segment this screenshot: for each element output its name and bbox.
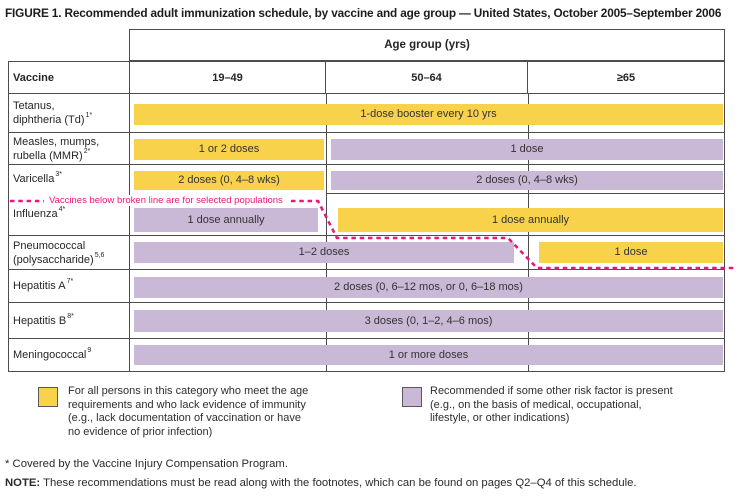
footnote-vicp: * Covered by the Vaccine Injury Compensa…	[5, 458, 288, 470]
partial-row-border	[326, 193, 724, 194]
table-header-row: Vaccine 19–49 50–64 ≥65	[9, 62, 724, 94]
dose-bar-risk: 3 doses (0, 1–2, 4–6 mos)	[134, 310, 723, 332]
row-mmr: Measles, mumps, rubella (MMR)2* 1 or 2 d…	[9, 133, 724, 165]
row-pneumococcal: Pneumococcal (polysaccharide)5,6 1–2 dos…	[9, 236, 724, 270]
age-group-header-label: Age group (yrs)	[384, 39, 470, 51]
vaccine-column-header: Vaccine	[9, 62, 130, 93]
vaccine-label: Varicella3*	[9, 165, 130, 193]
footnote-note-label: NOTE:	[5, 477, 41, 489]
dose-bar-for-all: 1 dose	[539, 242, 723, 263]
bar-area: 1-dose booster every 10 yrs	[130, 94, 724, 132]
footnote-note: NOTE: These recommendations must be read…	[5, 477, 637, 489]
age-column-19-49: 19–49	[130, 62, 326, 93]
bar-area: 3 doses (0, 1–2, 4–6 mos)	[130, 303, 724, 338]
dose-bar-for-all: 1 or 2 doses	[134, 139, 324, 160]
dose-bar-risk: 2 doses (0, 4–8 wks)	[331, 171, 723, 190]
bar-area: 1–2 doses 1 dose	[130, 236, 724, 269]
dose-bar-risk: 1–2 doses	[134, 242, 514, 263]
row-varicella: Varicella3* 2 doses (0, 4–8 wks) 2 doses…	[9, 165, 724, 194]
column-divider	[528, 236, 529, 269]
vaccine-label: Tetanus, diphtheria (Td)1*	[9, 94, 130, 132]
figure-title: FIGURE 1. Recommended adult immunization…	[5, 6, 722, 20]
age-group-header: Age group (yrs)	[129, 29, 725, 61]
vaccine-label: Measles, mumps, rubella (MMR)2*	[9, 133, 130, 164]
row-tetanus-diphtheria: Tetanus, diphtheria (Td)1* 1-dose booste…	[9, 94, 724, 133]
legend-text-risk-factor: Recommended if some other risk factor is…	[430, 385, 673, 424]
dose-bar-risk: 2 doses (0, 6–12 mos, or 0, 6–18 mos)	[134, 277, 723, 298]
bar-area: 2 doses (0, 6–12 mos, or 0, 6–18 mos)	[130, 270, 724, 302]
vaccine-label: Pneumococcal (polysaccharide)5,6	[9, 236, 130, 269]
legend-swatch-for-all	[38, 387, 58, 407]
column-divider	[326, 193, 327, 235]
broken-line-note: Vaccines below broken line are for selec…	[46, 195, 286, 206]
vaccine-label: Hepatitis B8*	[9, 303, 130, 338]
row-influenza: Vaccines below broken line are for selec…	[9, 193, 724, 236]
dose-bar-risk: 1 or more doses	[134, 345, 723, 365]
age-column-65plus: ≥65	[616, 71, 636, 84]
age-column-50-64: 50–64	[326, 62, 528, 93]
legend-text-for-all: For all persons in this category who mee…	[68, 385, 309, 438]
column-divider	[326, 165, 327, 193]
bar-area: 1 or more doses	[130, 339, 724, 371]
dose-bar-for-all: 2 doses (0, 4–8 wks)	[134, 171, 324, 190]
vaccine-label: Meningococcal9	[9, 339, 130, 371]
dose-bar-risk: 1 dose	[331, 139, 723, 160]
dose-bar-for-all: 1 dose annually	[338, 208, 723, 232]
bar-area: 2 doses (0, 4–8 wks) 2 doses (0, 4–8 wks…	[130, 165, 724, 193]
schedule-table: Vaccine 19–49 50–64 ≥65 Tetanus, diphthe…	[8, 61, 725, 372]
bar-area: 1 or 2 doses 1 dose	[130, 133, 724, 164]
dose-bar-for-all: 1-dose booster every 10 yrs	[134, 104, 723, 125]
vaccine-label: Hepatitis A7*	[9, 270, 130, 302]
dose-bar-risk: 1 dose annually	[134, 208, 318, 232]
row-hepatitis-b: Hepatitis B8* 3 doses (0, 1–2, 4–6 mos)	[9, 303, 724, 339]
row-hepatitis-a: Hepatitis A7* 2 doses (0, 6–12 mos, or 0…	[9, 270, 724, 303]
legend-swatch-risk-factor	[402, 387, 422, 407]
vaccine-label: Influenza4*	[9, 193, 130, 235]
column-divider	[326, 133, 327, 164]
row-meningococcal: Meningococcal9 1 or more doses	[9, 339, 724, 371]
